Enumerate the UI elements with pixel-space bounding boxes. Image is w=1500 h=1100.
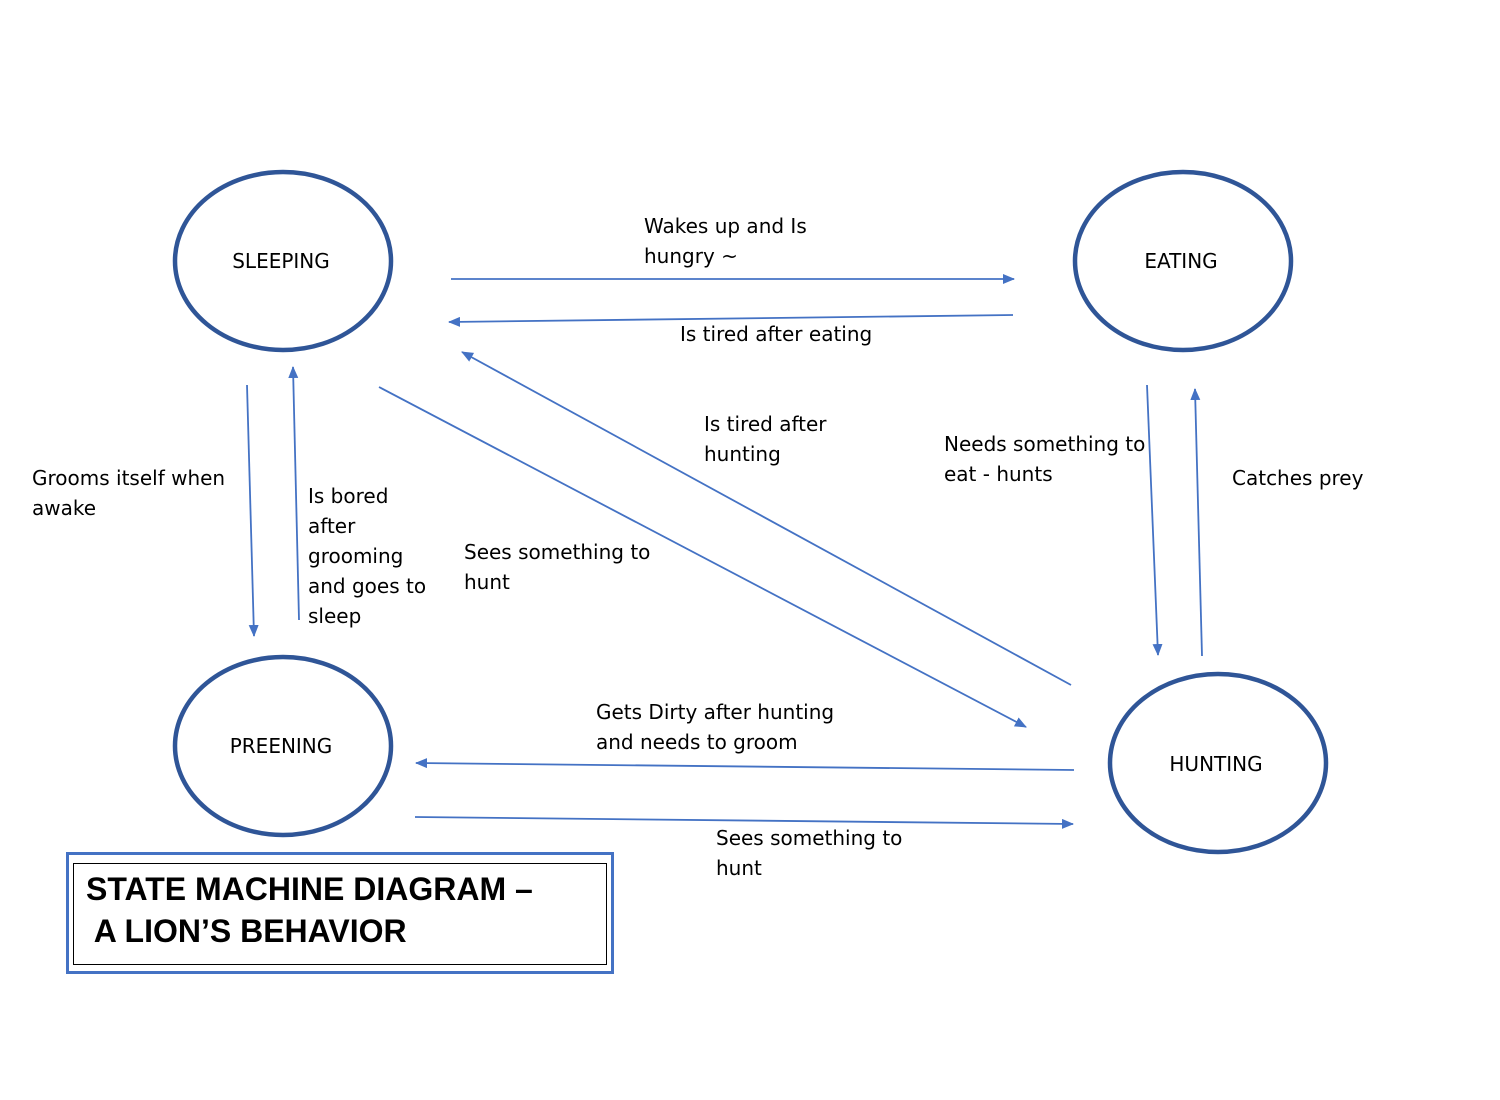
- state-hunting-label: HUNTING: [1169, 752, 1262, 776]
- transition-label-line: Sees something to: [464, 540, 651, 564]
- transition-label-sleeping-to-hunting: Sees something to hunt: [464, 537, 650, 597]
- transition-label-line: hunt: [716, 856, 762, 880]
- transition-label-preening-to-sleeping: Is bored after grooming and goes to slee…: [308, 481, 426, 631]
- transition-label-line: Is tired after: [704, 412, 827, 436]
- transition-label-line: hungry ~: [644, 244, 738, 268]
- transition-label-line: Catches prey: [1232, 466, 1364, 490]
- diagram-title-line-2: A LION’S BEHAVIOR: [86, 913, 407, 949]
- state-eating-circle: [1072, 169, 1294, 353]
- transition-label-line: and goes to: [308, 574, 427, 598]
- transition-label-line: Gets Dirty after hunting: [596, 700, 835, 724]
- arrow-preening-to-hunting: [414, 816, 1074, 829]
- state-sleeping-label: SLEEPING: [232, 249, 330, 273]
- transition-label-eating-to-sleeping: Is tired after eating: [680, 319, 872, 349]
- arrow-eating-to-sleeping: [448, 314, 1014, 327]
- state-eating: EATING: [1072, 169, 1294, 353]
- arrow-preening-to-sleeping: [288, 366, 300, 621]
- state-preening: PREENING: [172, 654, 394, 838]
- transition-label-line: Wakes up and Is: [644, 214, 807, 238]
- state-preening-label: PREENING: [230, 734, 333, 758]
- arrow-sleeping-to-preening: [246, 384, 259, 637]
- state-hunting-circle: [1107, 671, 1329, 855]
- transition-label-line: after: [308, 514, 356, 538]
- transition-label-preening-to-hunting: Sees something to hunt: [716, 823, 902, 883]
- transition-label-line: hunting: [704, 442, 781, 466]
- arrow-hunting-to-preening: [415, 758, 1075, 771]
- diagram-title-inner-frame: STATE MACHINE DIAGRAM – A LION’S BEHAVIO…: [73, 863, 607, 965]
- transition-label-line: and needs to groom: [596, 730, 798, 754]
- transition-label-line: hunt: [464, 570, 510, 594]
- state-preening-circle: [172, 654, 394, 838]
- state-hunting: HUNTING: [1107, 671, 1329, 855]
- arrow-eating-to-hunting: [1146, 384, 1163, 656]
- arrow-sleeping-to-hunting: [378, 386, 1027, 728]
- transition-label-eating-to-hunting: Needs something to eat - hunts: [944, 429, 1145, 489]
- transition-label-line: Sees something to: [716, 826, 903, 850]
- transition-label-line: sleep: [308, 604, 362, 628]
- transition-label-line: Is bored: [308, 484, 389, 508]
- transition-label-hunting-to-eating: Catches prey: [1232, 463, 1363, 493]
- diagram-title-box: STATE MACHINE DIAGRAM – A LION’S BEHAVIO…: [66, 852, 614, 974]
- state-eating-label: EATING: [1144, 249, 1217, 273]
- transition-label-line: Needs something to: [944, 432, 1146, 456]
- arrow-hunting-to-eating: [1190, 388, 1203, 657]
- transition-label-hunting-to-sleeping: Is tired after hunting: [704, 409, 827, 469]
- transition-label-line: Grooms itself when: [32, 466, 226, 490]
- arrow-hunting-to-sleeping: [461, 351, 1072, 686]
- transition-label-line: eat - hunts: [944, 462, 1053, 486]
- transition-label-line: Is tired after eating: [680, 322, 873, 346]
- diagram-title-line-1: STATE MACHINE DIAGRAM –: [86, 871, 533, 907]
- transition-label-sleeping-to-eating: Wakes up and Is hungry ~: [644, 211, 807, 271]
- transition-label-line: grooming: [308, 544, 404, 568]
- state-sleeping-circle: [172, 169, 394, 353]
- transition-label-hunting-to-preening: Gets Dirty after hunting and needs to gr…: [596, 697, 834, 757]
- transition-label-sleeping-to-preening: Grooms itself when awake: [32, 463, 225, 523]
- state-sleeping: SLEEPING: [172, 169, 394, 353]
- transition-label-line: awake: [32, 496, 97, 520]
